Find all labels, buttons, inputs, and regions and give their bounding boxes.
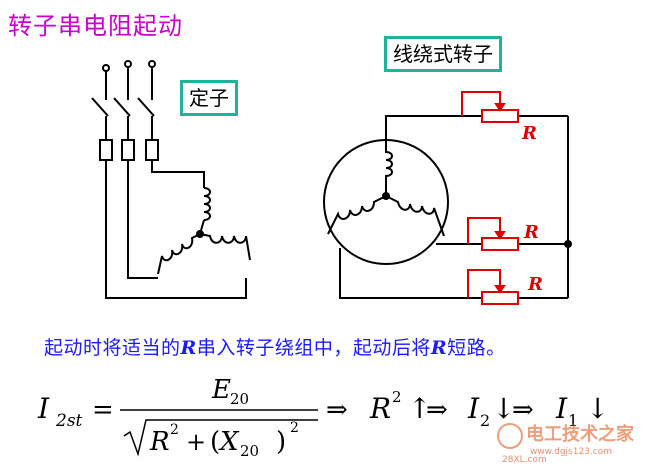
resistor-label-3: R: [527, 274, 543, 295]
rotor-circuit: [323, 115, 572, 299]
watermark-brand: 电工技术之家: [526, 423, 635, 445]
implies-arrow-2: ⇒: [426, 395, 448, 425]
caption-part-2: 串入转子绕组中，起动后将: [196, 337, 431, 359]
stator-winding: [157, 187, 251, 275]
supply-terminal-3: [148, 60, 156, 68]
denominator-x-subscript: 20: [240, 442, 259, 460]
resistor-label-2: R: [523, 222, 539, 243]
rotor-circle: [323, 139, 449, 265]
denominator-exponent: 2: [290, 420, 299, 436]
fuses: [99, 139, 159, 161]
denominator-r-exponent: 2: [170, 422, 179, 438]
resistor-label-1: R: [521, 123, 537, 144]
implies-arrow-1: ⇒: [326, 395, 348, 425]
caption-var-2: R: [430, 337, 448, 359]
rhs-i1-subscript: 1: [568, 411, 578, 430]
down-arrow-2: ↓: [586, 392, 609, 425]
denominator-plus: +: [186, 428, 206, 456]
down-arrow-1: ↓: [492, 392, 515, 425]
denominator-r: R: [149, 427, 170, 457]
denominator-open-paren: (: [210, 427, 220, 457]
rhs-r-exponent: 2: [392, 388, 402, 406]
supply-terminal-1: [102, 64, 110, 72]
numerator-symbol: E: [211, 375, 231, 405]
caption-var-1: R: [180, 337, 197, 359]
rotor-winding: [327, 140, 445, 237]
formula: I 2st = E 20 R 2 + ( X 20 ) 2 ⇒ R 2 ↑ ⇒ …: [37, 375, 609, 460]
rhs-r: R: [369, 392, 391, 425]
rheostat-3: [467, 269, 519, 305]
lhs-symbol: I: [37, 392, 50, 425]
denominator-x: X: [218, 427, 240, 457]
page-title: 转子串电阻起动: [8, 12, 183, 40]
numerator-subscript: 20: [230, 390, 249, 408]
up-arrow: ↑: [408, 392, 431, 425]
sqrt-sign: [123, 419, 318, 457]
rhs-i2-subscript: 2: [480, 411, 490, 430]
rhs-i1: I: [555, 392, 568, 425]
stator-label: 定子: [180, 80, 238, 116]
rheostat-1: [461, 91, 519, 123]
short-junction: [564, 240, 572, 248]
lhs-subscript: 2st: [55, 411, 83, 431]
watermark-stamp: 28XL.com: [502, 455, 547, 464]
rotor-label: 线绕式转子: [384, 36, 502, 72]
circuit-diagram: R R R: [91, 60, 572, 305]
caption-part-1: 起动时将适当的: [44, 337, 181, 359]
knife-switch: [91, 97, 155, 117]
caption: 起动时将适当的R串入转子绕组中，起动后将R短路。: [44, 333, 506, 360]
watermark-logo-icon: [497, 423, 523, 449]
watermark-url: www.dgjs123.com: [530, 447, 612, 457]
rhs-i2: I: [467, 392, 480, 425]
caption-part-3: 短路。: [447, 337, 506, 359]
rheostats: [461, 91, 519, 305]
rheostat-2: [467, 217, 519, 251]
stator-circuit: [91, 60, 251, 299]
watermark: 电工技术之家 www.dgjs123.com 28XL.com: [497, 423, 635, 464]
supply-terminal-2: [124, 60, 132, 68]
implies-arrow-3: ⇒: [512, 395, 534, 425]
equals-sign: =: [92, 395, 114, 425]
denominator-close-paren: ): [276, 427, 286, 457]
